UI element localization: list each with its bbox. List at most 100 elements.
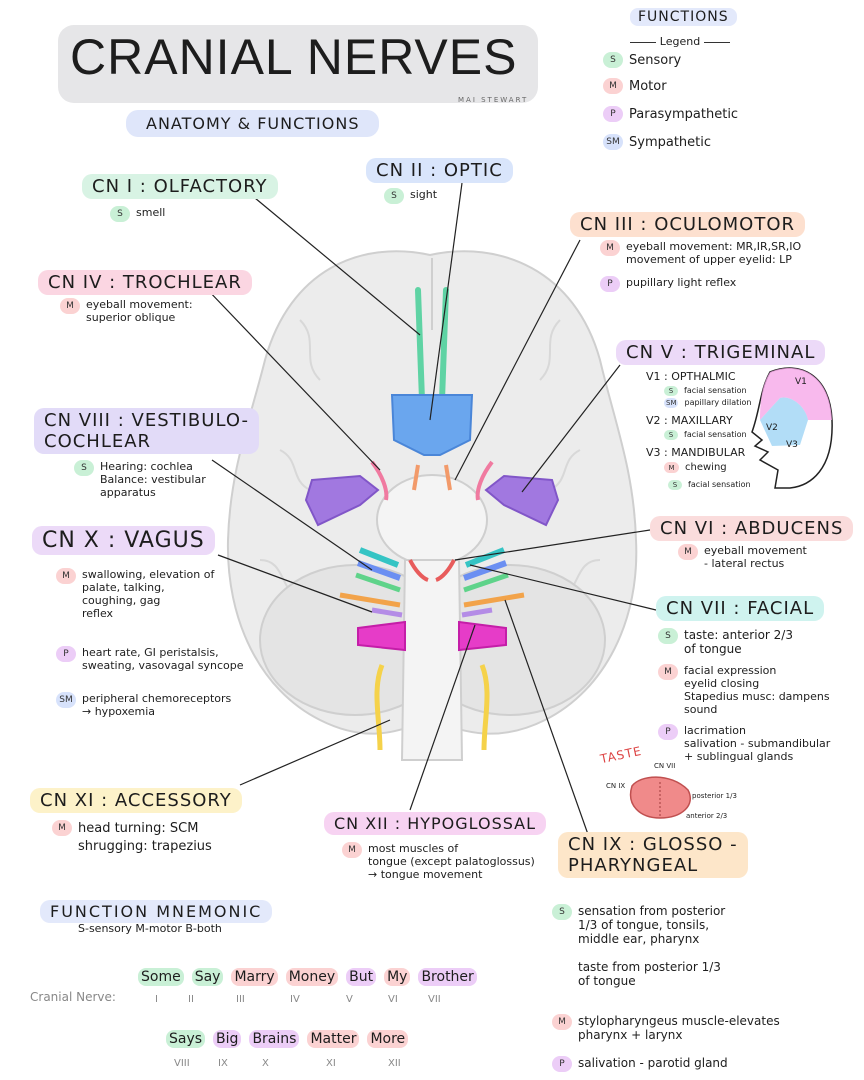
function-text: facial sensation [688,480,751,489]
cn5-v3-function-1: M chewing [664,462,727,474]
nerve-green-left [355,572,401,593]
function-text: taste: anterior 2/3 of tongue [684,628,793,656]
numeral: IV [290,994,300,1005]
sensory-badge: S [74,460,94,476]
leader-lines [204,182,657,841]
title-background [58,25,538,103]
parasympathetic-badge: P [552,1056,572,1072]
numeral: VI [388,994,398,1005]
function-text: sensation from posterior 1/3 of tongue, … [578,904,726,988]
cn1-function: S smell [110,206,165,222]
accessory-left [374,664,385,751]
sensory-badge: S [658,628,678,644]
face-label-v3: V3 [786,440,798,450]
mnemonic-word: Say [191,968,224,986]
motor-badge: M [603,78,623,94]
function-text: Hearing: cochlea Balance: vestibular app… [100,460,206,499]
page-title: CRANIAL NERVES [70,29,518,85]
cn7-function-para: P lacrimation salivation - submandibular… [658,724,830,763]
function-text: facial sensation [684,386,747,395]
cn5-v1-function-1: S facial sensation [664,386,747,396]
legend-item-sensory: S Sensory [603,52,681,68]
function-text: sight [410,188,438,201]
mnemonic-line-1: Some Say Marry Money But My Brother [138,968,477,986]
sympathetic-badge: SM [603,134,623,150]
function-text: stylopharyngeus muscle-elevates pharynx … [578,1014,780,1042]
motor-badge: M [342,842,362,858]
olfactory-tract-left [415,287,425,403]
mnemonic-word: Brother [418,968,477,986]
cn10-function-motor: M swallowing, elevation of palate, talki… [56,568,214,620]
function-text: eyeball movement: MR,IR,SR,IO movement o… [626,240,802,266]
mnemonic-title: FUNCTION MNEMONIC [40,900,273,923]
cn10-function-para: P heart rate, GI peristalsis, sweating, … [56,646,244,672]
function-text: salivation - parotid gland [578,1056,728,1070]
function-text: heart rate, GI peristalsis, sweating, va… [82,646,244,672]
sensory-badge: S [668,480,682,490]
face-trigeminal-diagram [751,367,833,489]
function-text: most muscles of tongue (except palatoglo… [368,842,535,881]
mnemonic-word: Matter [307,1030,360,1048]
motor-badge: M [664,462,679,473]
legend-label: Motor [629,78,667,94]
mnemonic-word: Money [285,968,339,986]
cn9-function-sensory: S sensation from posterior 1/3 of tongue… [552,904,725,988]
function-text: facial sensation [684,430,747,439]
function-text: eyeball movement: superior oblique [86,298,193,324]
facial-nerve-right [464,547,506,568]
cn9-function-motor: M stylopharyngeus muscle-elevates pharyn… [552,1014,780,1042]
cn5-title: CN V : TRIGEMINAL [616,340,826,365]
cn7-title: CN VII : FACIAL [656,596,825,621]
numeral: V [346,994,353,1005]
motor-badge: M [52,820,72,836]
mnemonic-word: Marry [231,968,278,986]
function-text: pupillary light reflex [626,276,737,289]
face-label-v2: V2 [766,423,778,433]
cn8-function: S Hearing: cochlea Balance: vestibular a… [74,460,206,499]
motor-badge: M [552,1014,572,1030]
cn8-title: CN VIII : VESTIBULO- COCHLEAR [34,408,259,454]
motor-badge: M [600,240,620,256]
cn10-function-sympathetic: SM peripheral chemoreceptors → hypoxemia [56,692,231,718]
cn12-function: M most muscles of tongue (except palatog… [342,842,535,881]
cn3-function-para: P pupillary light reflex [600,276,736,292]
numeral: VIII [174,1058,190,1069]
motor-badge: M [60,298,80,314]
sensory-badge: S [110,206,130,222]
page-subtitle: ANATOMY & FUNCTIONS [126,110,380,137]
parasympathetic-badge: P [603,106,623,122]
cn5-v3-label: V3 : MANDIBULAR [646,446,746,459]
cn3-title: CN III : OCULOMOTOR [570,212,806,237]
legend-item-sympathetic: SM Sympathetic [603,134,711,150]
cn1-title: CN I : OLFACTORY [82,174,278,199]
taste-posterior-label: posterior 1/3 [692,792,737,800]
taste-cn7-label: CN VII [654,762,676,770]
cn5-v3-function-2: S facial sensation [668,480,751,490]
parasympathetic-badge: P [658,724,678,740]
numeral: II [188,994,194,1005]
nerve-green-right [463,572,509,593]
mnemonic-word: My [384,968,411,986]
hypoglossal-right [461,607,493,618]
cn12-title: CN XII : HYPOGLOSSAL [324,812,547,835]
cn11-title: CN XI : ACCESSORY [30,788,242,813]
cn7-function-sensory: S taste: anterior 2/3 of tongue [658,628,793,656]
author-credit: MAI STEWART [458,96,529,104]
function-text: papillary dilation [684,398,752,407]
motor-badge: M [658,664,678,680]
cn4-function: M eyeball movement: superior oblique [60,298,193,324]
motor-badge: M [678,544,698,560]
vagus-right [458,620,507,652]
numeral: IX [218,1058,228,1069]
numeral: XI [326,1058,336,1069]
cn9-function-para: P salivation - parotid gland [552,1056,728,1072]
function-text: smell [136,206,166,219]
trochlear-nerve [370,460,494,501]
vestibulocochlear-right [462,560,508,581]
legend-subtitle: Legend [610,35,750,48]
mnemonic-word: Some [138,968,184,986]
sensory-badge: S [552,904,572,920]
glossopharyngeal-left [339,592,401,608]
function-text: facial expression eyelid closing Stapedi… [684,664,830,716]
